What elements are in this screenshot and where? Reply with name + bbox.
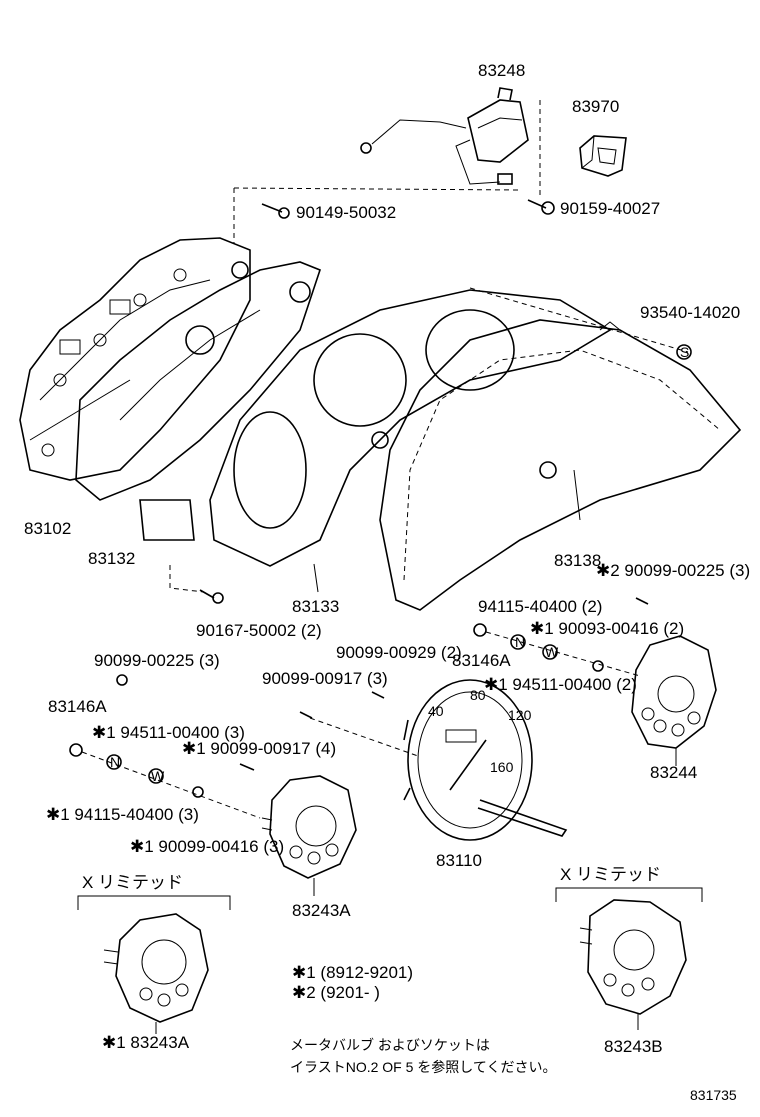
label-x-limited-right: X リミテッド xyxy=(560,865,661,884)
label-90099-00917-4: ✱1 90099-00917 (4) xyxy=(182,739,336,758)
label-90099-00225-3: 90099-00225 (3) xyxy=(94,651,220,670)
illustration-code: 831735 xyxy=(690,1087,737,1103)
dial-number-40: 40 xyxy=(428,703,444,719)
housing-83133-drawing xyxy=(209,289,612,567)
label-x-limited-left: X リミテッド xyxy=(82,873,183,892)
screw-90167-drawing xyxy=(199,589,224,604)
label-83244: 83244 xyxy=(650,763,697,782)
washer-s-top: S xyxy=(680,344,689,360)
hardware-right-drawing xyxy=(473,597,649,677)
label-94115-40400-3: ✱1 94115-40400 (3) xyxy=(46,805,199,824)
dial-number-80: 80 xyxy=(470,687,486,703)
cover-83138-drawing xyxy=(379,319,742,611)
label-83102: 83102 xyxy=(24,519,71,538)
label-90149-50032: 90149-50032 xyxy=(296,203,396,222)
label-83243B: 83243B xyxy=(604,1037,663,1056)
screw-90149-drawing xyxy=(261,203,290,219)
case-83132-drawing xyxy=(75,261,321,541)
washer-w-right: W xyxy=(545,644,559,660)
label-83132: 83132 xyxy=(88,549,135,568)
note-line-1: メータバルブ およびソケットは xyxy=(290,1037,490,1053)
gauge-83243A-drawing xyxy=(261,775,357,879)
washer-n-left: N xyxy=(110,754,120,770)
legend-star2: ✱2 (9201- ) xyxy=(292,983,380,1002)
label-83138: 83138 xyxy=(554,551,601,570)
legend-star1: ✱1 (8912-9201) xyxy=(292,963,413,982)
label-83970: 83970 xyxy=(572,97,619,116)
label-90099-00929: 90099-00929 (2) xyxy=(336,643,462,662)
dial-number-120: 120 xyxy=(508,707,532,723)
part-83248-drawing xyxy=(360,87,529,185)
hardware-left-drawing xyxy=(69,674,419,819)
label-90099-00917-3: 90099-00917 (3) xyxy=(262,669,388,688)
dial-number-160: 160 xyxy=(490,759,514,775)
label-90167-50002: 90167-50002 (2) xyxy=(196,621,322,640)
gauge-83243B-drawing xyxy=(579,899,687,1015)
label-83243A: 83243A xyxy=(292,901,351,920)
label-90099-00225-2: ✱2 90099-00225 (3) xyxy=(596,561,750,580)
gauge-x-limited-left-drawing xyxy=(103,913,209,1023)
label-90093-00416: ✱1 90093-00416 (2) xyxy=(530,619,684,638)
gauge-83244-drawing xyxy=(631,635,717,749)
part-83970-drawing xyxy=(579,135,627,177)
screw-90159-drawing xyxy=(527,199,555,215)
label-83243A-x-limited: ✱1 83243A xyxy=(102,1033,190,1052)
label-94115-40400-2: 94115-40400 (2) xyxy=(478,597,602,616)
speedometer-83110-drawing: 40 80 120 160 xyxy=(403,679,568,841)
label-93540-14020: 93540-14020 xyxy=(640,303,740,322)
note-line-2: イラストNO.2 OF 5 を参照してください。 xyxy=(290,1059,556,1075)
washer-w-left: W xyxy=(151,768,165,784)
label-83146A-left: 83146A xyxy=(48,697,107,716)
label-83146A-right: 83146A xyxy=(452,651,511,670)
label-83110: 83110 xyxy=(436,851,482,870)
label-90099-00416-3: ✱1 90099-00416 (3) xyxy=(130,837,284,856)
label-94511-00400-2: ✱1 94511-00400 (2) xyxy=(484,675,637,694)
washer-n-right: N xyxy=(515,634,525,650)
case-83102-drawing xyxy=(19,237,251,481)
label-94511-00400-3: ✱1 94511-00400 (3) xyxy=(92,723,245,742)
label-83133: 83133 xyxy=(292,597,339,616)
label-90159-40027: 90159-40027 xyxy=(560,199,660,218)
label-83248: 83248 xyxy=(478,61,525,80)
